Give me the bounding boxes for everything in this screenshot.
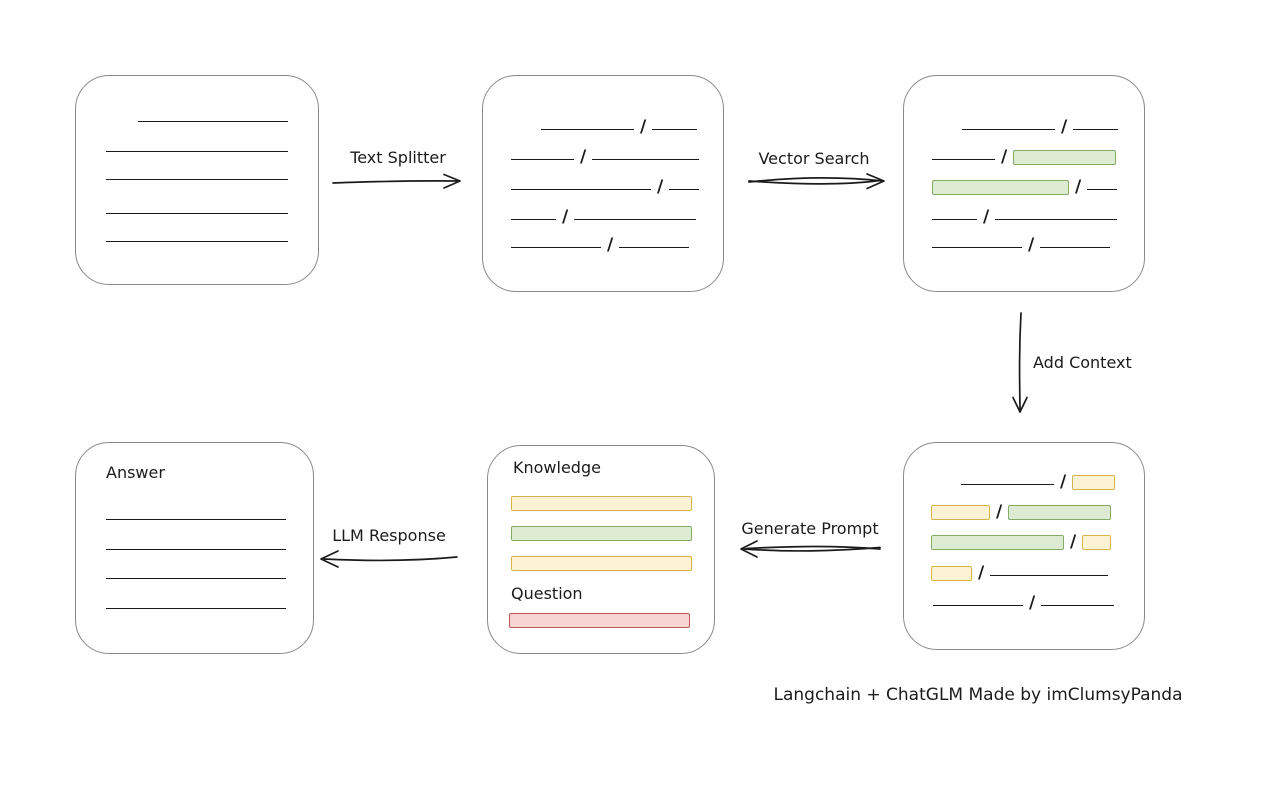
text-line [932, 247, 1022, 248]
slash-separator: / [1028, 235, 1035, 255]
slash-separator: / [657, 177, 664, 197]
slash-separator: / [1061, 117, 1068, 137]
context-chunk-yellow [931, 566, 972, 581]
question-label: Question [511, 584, 583, 603]
text-line [932, 159, 995, 160]
text-line [106, 549, 286, 550]
context-chunks-box: / / / / / [903, 442, 1145, 650]
chunk-row: / [931, 499, 1112, 522]
credit-text: Langchain + ChatGLM Made by imClumsyPand… [773, 685, 1183, 705]
text-line [106, 241, 288, 242]
chunk-row: / [932, 204, 1118, 227]
slash-separator: / [607, 235, 614, 255]
chunk-row: / [511, 232, 690, 255]
vector-matched-box: / / / / / [903, 75, 1145, 292]
text-line [106, 213, 288, 214]
chunk-row: / [932, 144, 1117, 167]
text-line [106, 519, 286, 520]
text-line [106, 608, 286, 609]
text-line [1041, 605, 1115, 606]
slash-separator: / [996, 502, 1003, 522]
add-context-arrow [1012, 312, 1028, 413]
chunk-row: / [961, 469, 1116, 492]
text-line [932, 219, 977, 220]
text-line [541, 129, 634, 130]
chunk-row: / [541, 114, 698, 137]
slash-separator: / [983, 207, 990, 227]
text-splitter-label: Text Splitter [350, 148, 446, 167]
vector-search-label: Vector Search [758, 149, 870, 168]
text-line [511, 219, 556, 220]
generate-prompt-arrow [740, 540, 881, 558]
text-line [933, 605, 1023, 606]
chunk-row: / [932, 174, 1118, 197]
knowledge-label: Knowledge [513, 458, 601, 477]
split-chunks-box: / / / / / [482, 75, 724, 292]
chunk-row: / [962, 114, 1119, 137]
text-line [592, 159, 700, 160]
llm-response-arrow [320, 550, 458, 568]
text-splitter-arrow [332, 173, 461, 189]
chunk-row: / [932, 232, 1111, 255]
chunk-row: / [931, 560, 1109, 583]
slash-separator: / [562, 207, 569, 227]
text-line [574, 219, 697, 220]
slash-separator: / [640, 117, 647, 137]
text-line [511, 189, 651, 190]
text-line [1073, 129, 1119, 130]
matched-chunk-green [932, 180, 1069, 195]
answer-box: Answer [75, 442, 314, 654]
matched-chunk-green [931, 535, 1064, 550]
slash-separator: / [1070, 532, 1077, 552]
knowledge-bar-green [511, 526, 692, 541]
text-line [995, 219, 1118, 220]
text-line [106, 578, 286, 579]
text-line [511, 159, 574, 160]
text-line [652, 129, 698, 130]
slash-separator: / [1075, 177, 1082, 197]
chunk-row: / [933, 590, 1115, 613]
knowledge-bar-yellow [511, 556, 692, 571]
text-line [1087, 189, 1118, 190]
prompt-box: Knowledge Question [487, 445, 715, 654]
chunk-row: / [511, 174, 700, 197]
context-chunk-yellow [931, 505, 990, 520]
source-document-box [75, 75, 319, 285]
text-line [962, 129, 1055, 130]
chunk-row: / [511, 204, 697, 227]
slash-separator: / [1060, 472, 1067, 492]
slash-separator: / [580, 147, 587, 167]
text-line [106, 151, 288, 152]
add-context-label: Add Context [1033, 353, 1132, 372]
text-line [961, 484, 1054, 485]
text-line [511, 247, 601, 248]
question-bar-red [509, 613, 690, 628]
context-chunk-yellow [1082, 535, 1112, 550]
chunk-row: / [931, 529, 1112, 552]
chunk-row: / [511, 144, 700, 167]
vector-search-arrow [748, 173, 885, 190]
text-line [106, 179, 288, 180]
slash-separator: / [1029, 593, 1036, 613]
slash-separator: / [1001, 147, 1008, 167]
matched-chunk-green [1008, 505, 1112, 520]
knowledge-bar-yellow [511, 496, 692, 511]
llm-response-label: LLM Response [332, 526, 446, 545]
text-line [669, 189, 700, 190]
text-line [1040, 247, 1111, 248]
slash-separator: / [978, 563, 985, 583]
context-chunk-yellow [1072, 475, 1116, 490]
text-line [138, 121, 288, 122]
answer-label: Answer [106, 463, 165, 482]
matched-chunk-green [1013, 150, 1117, 165]
text-line [990, 575, 1109, 576]
generate-prompt-label: Generate Prompt [741, 519, 879, 538]
text-line [619, 247, 690, 248]
